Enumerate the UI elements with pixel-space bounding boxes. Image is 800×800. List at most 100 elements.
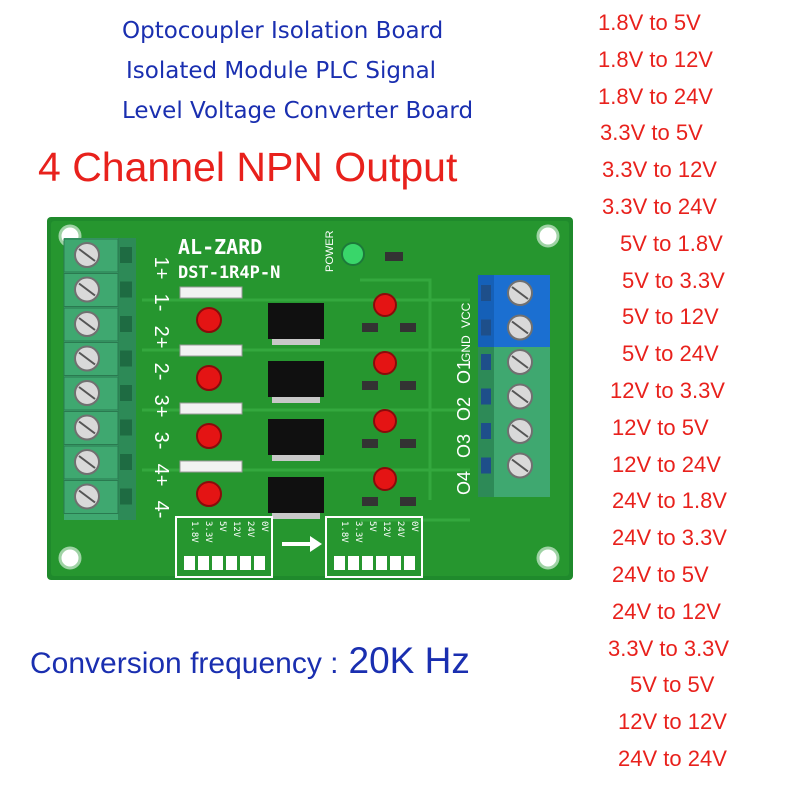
jumper-pad: [254, 556, 265, 570]
jumper-voltage-label: 12V: [381, 521, 391, 538]
jumper-pad: [334, 556, 345, 570]
chip-pins: [272, 455, 320, 461]
input-resistor: [179, 286, 243, 299]
smd-resistor: [362, 439, 378, 448]
jumper-pad: [184, 556, 195, 570]
jumper-voltage-label: 0V: [259, 521, 269, 532]
headline-channel: 4 Channel: [38, 144, 225, 190]
headline-output: NPN Output: [236, 144, 458, 190]
conversion-item: 12V to 24V: [612, 451, 721, 477]
input-terminal-block: [63, 238, 136, 520]
output-led: [373, 467, 397, 491]
input-label: 2-: [150, 363, 172, 381]
jumper-voltage-label: 0V: [409, 521, 419, 532]
input-label: 4-: [150, 501, 172, 519]
chip-pins: [272, 513, 320, 519]
jumper-voltage-label: 3.3V: [203, 521, 213, 543]
conversion-item: 3.3V to 5V: [600, 120, 703, 146]
board-model: DST-1R4P-N: [178, 263, 280, 283]
terminal-port: [481, 457, 491, 474]
input-label: 3+: [150, 395, 172, 418]
conversion-item: 5V to 5V: [630, 672, 715, 698]
title-line-1: Optocoupler Isolation Board: [122, 18, 444, 44]
smd-resistor: [362, 323, 378, 332]
screw-slot: [511, 286, 529, 300]
input-resistor: [179, 460, 243, 473]
smd-resistor: [400, 439, 416, 448]
conversion-item: 5V to 24V: [622, 341, 719, 367]
power-led: [341, 242, 365, 266]
jumper-pad: [198, 556, 209, 570]
conversion-item: 1.8V to 12V: [598, 46, 713, 72]
terminal-port: [120, 419, 132, 436]
optocoupler-chip: [268, 419, 324, 455]
conversion-item: 24V to 24V: [618, 746, 727, 771]
board-brand: AL-ZARD: [178, 235, 262, 259]
terminal-port: [120, 385, 132, 401]
conversion-item: 3.3V to 12V: [602, 157, 717, 183]
output-label: O4: [454, 471, 474, 495]
screw-slot: [511, 389, 529, 404]
screw-slot: [511, 424, 529, 438]
power-label: POWER: [324, 230, 336, 272]
optocoupler-chip: [268, 477, 324, 513]
jumper-pad: [240, 556, 251, 570]
terminal-port: [481, 285, 491, 301]
terminal-port: [120, 247, 132, 263]
terminal-port: [120, 350, 132, 367]
channel-led: [196, 481, 222, 507]
jumper-voltage-label: 1.8V: [189, 521, 199, 543]
terminal-port: [481, 388, 491, 405]
screw-slot: [78, 317, 96, 331]
smd-resistor: [362, 381, 378, 390]
mount-hole-bl: [58, 546, 82, 570]
jumper-pad: [226, 556, 237, 570]
output-terminal-block: [478, 275, 550, 497]
channel-led: [196, 365, 222, 391]
chip-pins: [272, 397, 320, 403]
jumper-pad: [362, 556, 373, 570]
output-led: [373, 351, 397, 375]
input-label: 1-: [150, 294, 172, 312]
frequency-label: Conversion frequency :: [30, 647, 339, 680]
jumper-pad: [212, 556, 223, 570]
terminal-port: [120, 454, 132, 470]
screw-slot: [78, 351, 96, 366]
terminal-port: [120, 316, 132, 332]
input-resistor: [179, 344, 243, 357]
frequency-value: 20K Hz: [348, 640, 470, 681]
smd-resistor: [400, 381, 416, 390]
conversion-item: 3.3V to 3.3V: [608, 635, 730, 661]
optocoupler-chip: [268, 361, 324, 397]
jumper-arrow-icon: [310, 536, 322, 552]
conversion-item: 5V to 1.8V: [620, 230, 723, 256]
jumper-voltage-label: 1.8V: [339, 521, 349, 543]
conversion-item: 3.3V to 24V: [602, 194, 717, 219]
input-label: 4+: [150, 464, 172, 487]
screw-slot: [78, 248, 96, 262]
jumper-voltage-label: 5V: [367, 521, 377, 532]
jumper-pad: [404, 556, 415, 570]
jumper-voltage-label: 24V: [245, 521, 255, 538]
screw-slot: [78, 455, 96, 469]
conversion-item: 1.8V to 24V: [598, 83, 713, 109]
terminal-port: [481, 354, 491, 370]
smd-resistor: [362, 497, 378, 506]
power-resistor: [385, 252, 403, 261]
frequency-line: Conversion frequency : 20K Hz: [30, 640, 470, 682]
jumper-pad: [390, 556, 401, 570]
output-led: [373, 409, 397, 433]
screw-slot: [511, 458, 529, 473]
screw-slot: [78, 386, 96, 400]
input-label: 3-: [150, 432, 172, 450]
jumper-voltage-label: 3.3V: [353, 521, 363, 543]
smd-resistor: [400, 323, 416, 332]
output-label: O2: [454, 397, 474, 421]
jumper-pad: [376, 556, 387, 570]
supply-label: GND: [459, 335, 473, 362]
conversion-item: 12V to 3.3V: [610, 378, 725, 403]
